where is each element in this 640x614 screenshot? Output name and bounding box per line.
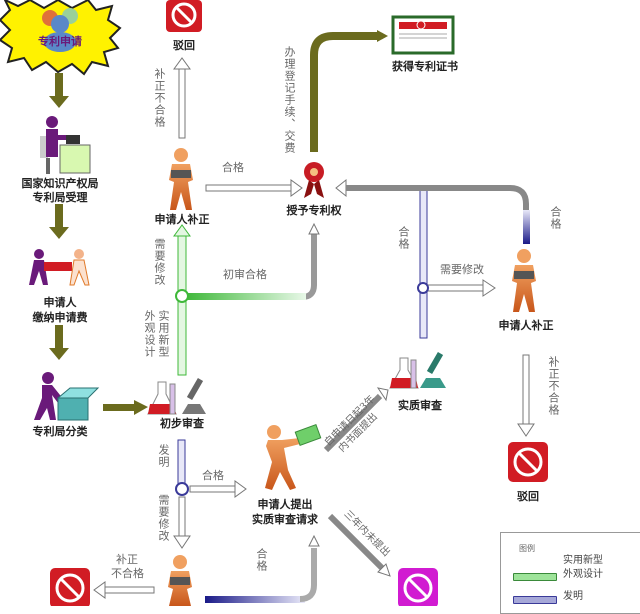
utility-design-path xyxy=(173,224,306,376)
ann-prelim-pass: 初审合格 xyxy=(223,268,267,281)
legend: 图例 实用新型 外观设计 发明 xyxy=(500,532,640,614)
ann-correct-fail-top: 补正不合格 xyxy=(153,68,166,128)
ann-utility-1: 实用新型 xyxy=(157,310,170,358)
ann-pass-invention: 合格 xyxy=(202,469,224,482)
fee-payment-icon xyxy=(29,249,90,286)
prelim-label: 初步审查 xyxy=(160,417,204,430)
applicant-request-person-icon xyxy=(265,424,322,490)
invention-path xyxy=(175,185,530,603)
accept-label-line2: 专利局受理 xyxy=(32,191,88,204)
legend-utility-1: 实用新型 xyxy=(563,555,603,566)
legend-swatch-utility xyxy=(513,573,557,581)
ann-correct-fail-right: 补正不合格 xyxy=(547,356,560,416)
substantive-exam-lab-icon xyxy=(389,351,446,389)
ann-pass-right-top: 合格 xyxy=(549,206,562,230)
ann-need-modify-right: 需要修改 xyxy=(440,263,484,276)
start-burst-icon xyxy=(0,0,122,76)
classify-label: 专利局分类 xyxy=(32,425,88,438)
request-label-line1: 申请人提出 xyxy=(257,498,313,511)
request-label-line2: 实质审查请求 xyxy=(252,513,318,526)
reject-icon-bottom-magenta xyxy=(398,568,438,606)
legend-title: 图例 xyxy=(519,544,535,553)
fee-label-line2: 缴纳申请费 xyxy=(32,311,88,324)
ann-pass-right-vert: 合格 xyxy=(397,226,410,250)
accept-label-line1: 国家知识产权局 xyxy=(21,177,99,190)
certificate-icon xyxy=(391,15,455,55)
grant-label: 授予专利权 xyxy=(286,204,342,217)
applicant-correct-person-bottom xyxy=(168,555,192,606)
legend-swatch-invention xyxy=(513,596,557,604)
reject-icon-top xyxy=(166,0,202,32)
ann-register-fee: 办理登记手续、交费 xyxy=(283,46,296,154)
substantive-label: 实质审查 xyxy=(398,399,442,412)
classify-box-icon xyxy=(34,372,100,421)
ann-need-modify-bottom: 需要修改 xyxy=(157,494,170,542)
ann-pass-bottom: 合格 xyxy=(255,548,268,572)
legend-utility-2: 外观设计 xyxy=(563,569,603,580)
ann-utility-2: 外观设计 xyxy=(143,310,156,358)
ann-correct-fail-bottom-1: 补正 xyxy=(116,553,138,566)
grant-medal-icon xyxy=(304,162,324,198)
reject-icon-bottom-left xyxy=(50,568,90,606)
legend-invention: 发明 xyxy=(563,591,583,602)
hollow-arrows xyxy=(93,57,535,599)
ann-need-modify-left: 需要修改 xyxy=(153,238,166,286)
correct-top-label: 申请人补正 xyxy=(154,213,210,226)
reject-right-label: 驳回 xyxy=(517,490,539,503)
correct-right-label: 申请人补正 xyxy=(498,319,554,332)
reject-top-label: 驳回 xyxy=(173,39,195,52)
start-label: 专利申请 xyxy=(38,35,82,48)
preliminary-exam-lab-icon xyxy=(147,377,206,415)
applicant-correct-person-top xyxy=(169,148,193,210)
reject-icon-right xyxy=(508,442,548,482)
certificate-label: 获得专利证书 xyxy=(392,60,458,73)
ann-invention: 发明 xyxy=(157,444,170,468)
ann-pass-top: 合格 xyxy=(222,161,244,174)
ann-correct-fail-bottom-2: 不合格 xyxy=(111,567,144,580)
patent-office-clerk-icon xyxy=(40,116,91,174)
fee-label-line1: 申请人 xyxy=(43,296,77,309)
applicant-correct-person-right xyxy=(512,249,536,312)
olive-arrows xyxy=(49,30,388,415)
fee-box-text: 申请费 xyxy=(51,272,67,278)
